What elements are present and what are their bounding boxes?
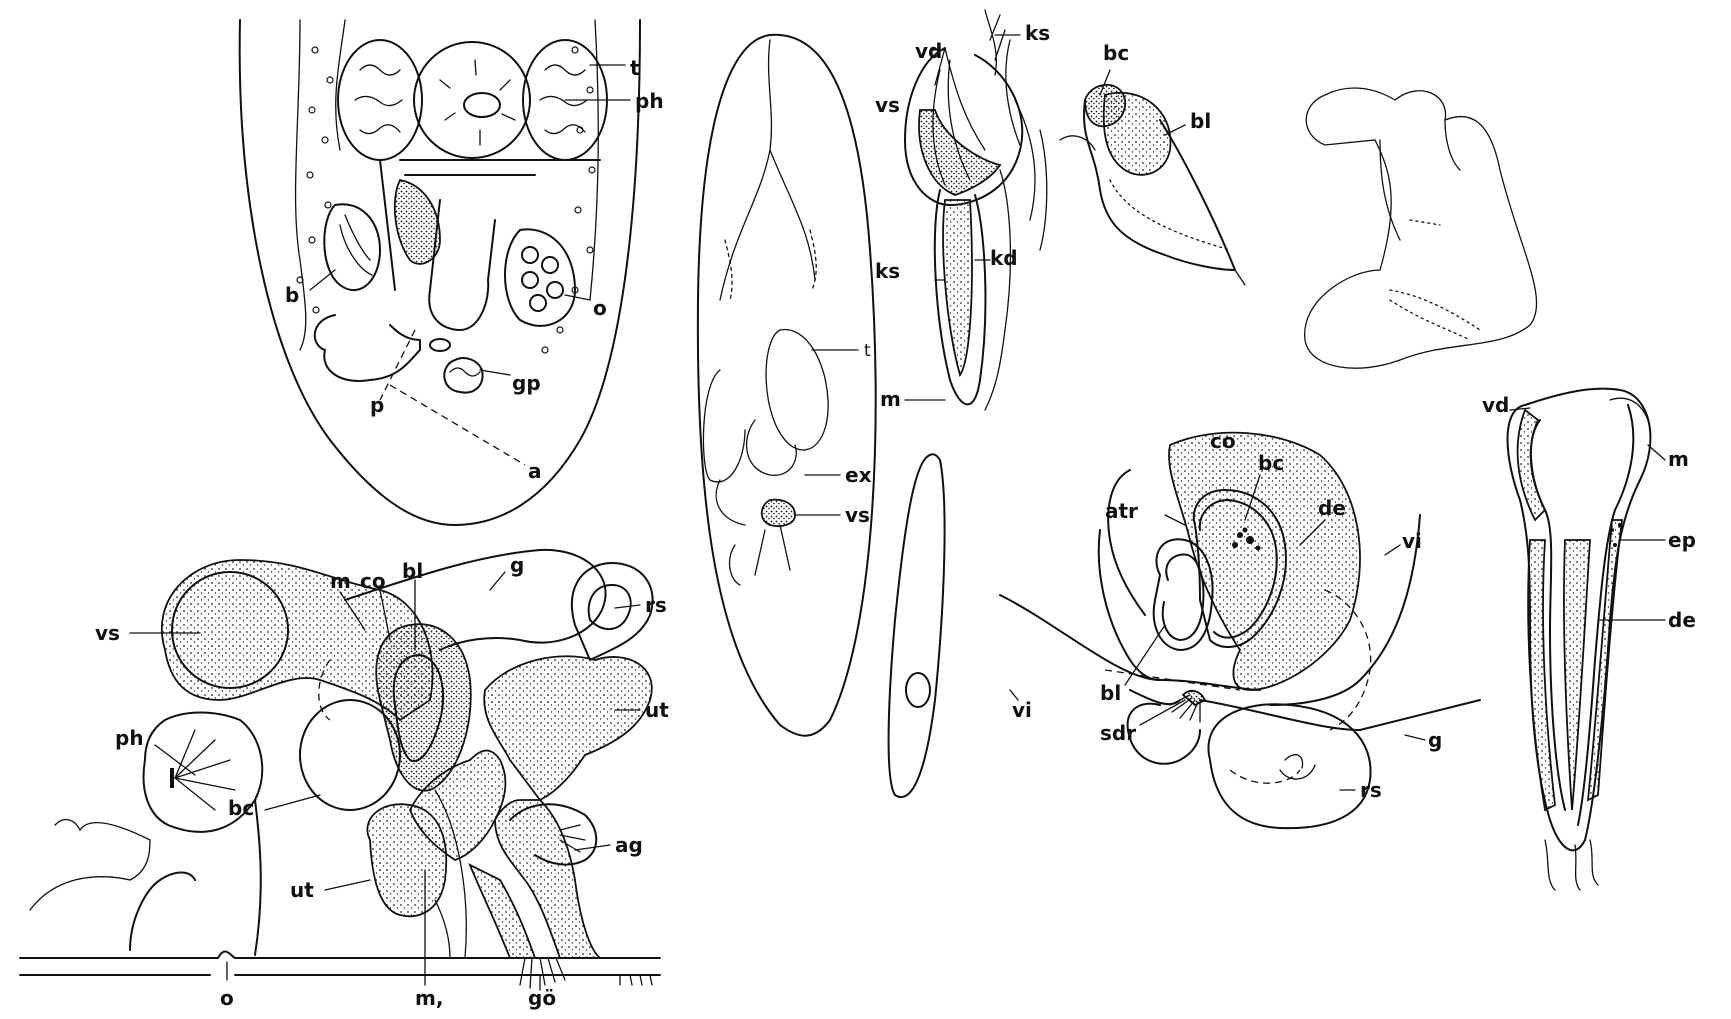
label-bc-bl: bc: [228, 796, 254, 820]
label-vd-fr: vd: [1482, 393, 1509, 417]
label-bc-br: bc: [1258, 451, 1284, 475]
label-ex: ex: [845, 463, 872, 487]
label-t-elongate: t: [864, 341, 871, 361]
figure-bottom-right: co bc atr de vi vi bl sdr g rs: [999, 429, 1481, 830]
label-de-fr: de: [1668, 608, 1696, 632]
label-atr: atr: [1105, 499, 1138, 523]
figure-far-right: vd m ep de: [1482, 387, 1696, 891]
label-t: t: [630, 56, 640, 80]
figure-elongate: t ex vs: [696, 33, 877, 737]
label-m-center: m: [880, 387, 901, 411]
label-ut-left: ut: [290, 878, 314, 902]
figure-top-left: t ph b o gp p a: [238, 19, 664, 526]
label-m-bl: m: [330, 569, 351, 593]
label-vs-elongate: vs: [845, 503, 870, 527]
label-vs-center: vs: [875, 93, 900, 117]
label-rs-bl: rs: [645, 593, 667, 617]
label-vi-right: vi: [1402, 529, 1422, 553]
figure-top-center: vd ks vs bc bl ks kd m: [875, 9, 1246, 411]
label-bl-br: bl: [1100, 681, 1121, 705]
figure-sketch: [1304, 87, 1538, 369]
label-co-bl: co: [360, 569, 386, 593]
label-sdr: sdr: [1100, 721, 1136, 745]
label-kd: kd: [990, 246, 1018, 270]
label-o-bl: o: [220, 986, 234, 1010]
label-vs-bl: vs: [95, 621, 120, 645]
label-g-bl: g: [510, 553, 524, 577]
label-vi-left: vi: [1012, 698, 1032, 722]
label-ag: ag: [615, 833, 643, 857]
label-go-bl: gö: [528, 986, 556, 1010]
label-co-br: co: [1210, 429, 1236, 453]
label-g-br: g: [1428, 728, 1442, 752]
label-vd: vd: [915, 39, 942, 63]
label-bl-bl: bl: [402, 559, 423, 583]
figure-slender: [887, 453, 946, 798]
label-p: p: [370, 393, 384, 417]
label-ep: ep: [1668, 528, 1696, 552]
label-gp: gp: [512, 371, 541, 395]
label-a: a: [528, 459, 542, 483]
label-bc-center: bc: [1103, 41, 1129, 65]
label-ph: ph: [635, 89, 664, 113]
label-ks: ks: [875, 259, 900, 283]
label-rs-br: rs: [1360, 778, 1382, 802]
label-m-fr: m: [1668, 447, 1689, 471]
label-bl-center: bl: [1190, 109, 1211, 133]
label-m1-bl: m,: [415, 986, 443, 1010]
figure-bottom-left: m co bl g vs rs ph ut bc ag ut o m, gö: [19, 548, 669, 1010]
label-ks-top: ks: [1025, 21, 1050, 45]
label-b: b: [285, 283, 299, 307]
label-ut-right: ut: [645, 698, 669, 722]
label-de-br: de: [1318, 496, 1346, 520]
label-o: o: [593, 296, 607, 320]
label-ph-bl: ph: [115, 726, 144, 750]
